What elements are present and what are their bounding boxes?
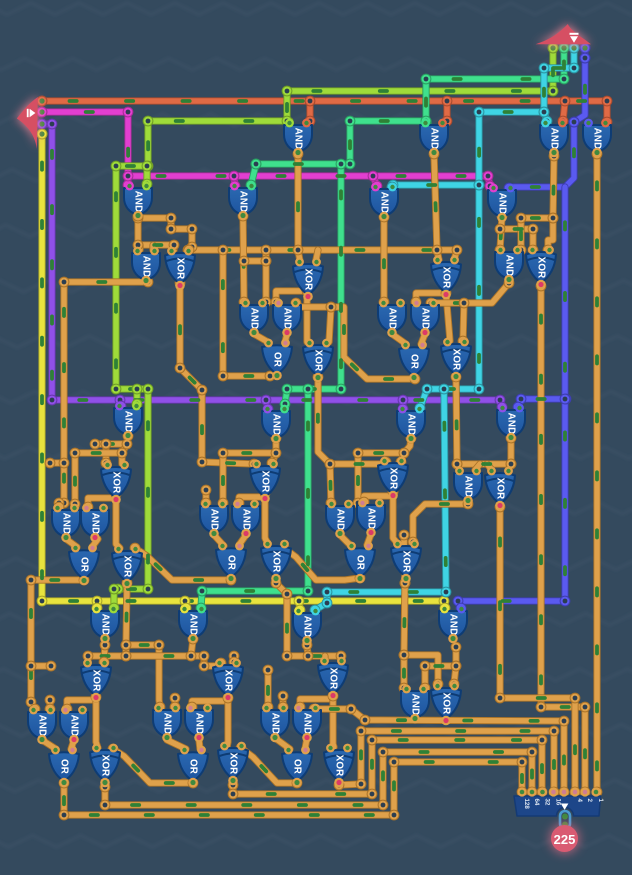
svg-text:XOR: XOR (401, 551, 412, 573)
svg-text:AND: AND (90, 513, 101, 535)
svg-text:AND: AND (429, 128, 440, 150)
svg-text:XOR: XOR (313, 350, 324, 372)
svg-text:XOR: XOR (228, 753, 239, 775)
svg-text:AND: AND (162, 713, 173, 735)
svg-text:AND: AND (406, 414, 417, 436)
svg-text:AND: AND (302, 713, 313, 735)
svg-text:AND: AND (293, 128, 304, 150)
svg-text:AND: AND (133, 191, 144, 213)
svg-text:AND: AND (420, 308, 431, 330)
svg-text:XOR: XOR (388, 468, 399, 490)
svg-text:XOR: XOR (91, 670, 102, 692)
svg-text:XOR: XOR (100, 755, 111, 777)
svg-text:XOR: XOR (111, 472, 122, 494)
svg-text:OR: OR (79, 557, 90, 572)
svg-text:XOR: XOR (328, 668, 339, 690)
svg-text:AND: AND (238, 191, 249, 213)
svg-text:4: 4 (576, 799, 583, 803)
svg-text:AND: AND (282, 308, 293, 330)
svg-text:AND: AND (249, 308, 260, 330)
svg-text:AND: AND (100, 614, 111, 636)
svg-text:225: 225 (554, 832, 576, 847)
svg-text:XOR: XOR (334, 755, 345, 777)
svg-text:AND: AND (366, 508, 377, 530)
svg-text:XOR: XOR (495, 478, 506, 500)
svg-text:AND: AND (61, 513, 72, 535)
svg-text:XOR: XOR (441, 693, 452, 715)
svg-text:AND: AND (194, 713, 205, 735)
svg-text:AND: AND (270, 713, 281, 735)
svg-text:AND: AND (271, 414, 282, 436)
svg-text:AND: AND (141, 256, 152, 278)
svg-text:XOR: XOR (271, 551, 282, 573)
svg-text:XOR: XOR (536, 257, 547, 279)
svg-text:XOR: XOR (223, 670, 234, 692)
svg-text:OR: OR (292, 759, 303, 774)
svg-text:AND: AND (188, 614, 199, 636)
svg-text:OR: OR (409, 354, 420, 369)
svg-text:AND: AND (209, 509, 220, 531)
svg-text:AND: AND (504, 255, 515, 277)
svg-text:XOR: XOR (175, 258, 186, 280)
svg-text:2: 2 (586, 799, 593, 803)
svg-text:AND: AND (592, 128, 603, 150)
svg-text:XOR: XOR (303, 269, 314, 291)
svg-text:16: 16 (555, 799, 562, 806)
svg-text:XOR: XOR (441, 267, 452, 289)
svg-text:AND: AND (379, 192, 390, 214)
svg-text:64: 64 (533, 799, 540, 806)
svg-text:AND: AND (410, 694, 421, 716)
svg-text:OR: OR (355, 555, 366, 570)
svg-text:128: 128 (523, 799, 530, 810)
svg-text:AND: AND (241, 509, 252, 531)
svg-text:XOR: XOR (260, 471, 271, 493)
svg-text:AND: AND (448, 614, 459, 636)
svg-text:OR: OR (272, 352, 283, 367)
svg-text:OR: OR (59, 759, 70, 774)
svg-text:AND: AND (123, 411, 134, 433)
svg-text:AND: AND (37, 715, 48, 737)
svg-text:32: 32 (544, 799, 551, 806)
svg-text:XOR: XOR (122, 556, 133, 578)
svg-text:AND: AND (506, 413, 517, 435)
svg-text:AND: AND (302, 616, 313, 638)
svg-text:AND: AND (549, 128, 560, 150)
svg-text:AND: AND (497, 193, 508, 215)
svg-text:AND: AND (69, 715, 80, 737)
svg-text:1: 1 (597, 799, 604, 803)
svg-text:AND: AND (387, 308, 398, 330)
svg-text:AND: AND (335, 509, 346, 531)
svg-text:OR: OR (188, 759, 199, 774)
svg-text:OR: OR (226, 555, 237, 570)
svg-text:XOR: XOR (451, 349, 462, 371)
svg-text:AND: AND (463, 476, 474, 498)
